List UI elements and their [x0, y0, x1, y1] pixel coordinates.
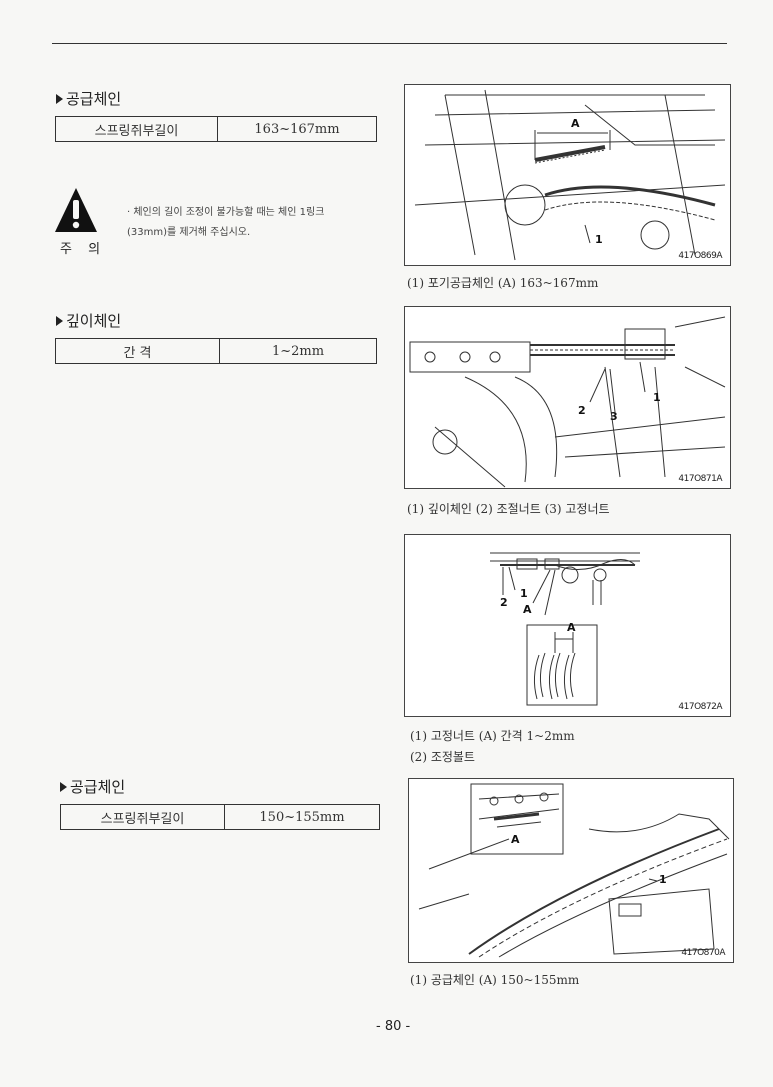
machine-illustration — [418, 783, 730, 958]
figure-caption: (1) 고정너트 (A) 간격 1~2mm — [410, 729, 575, 743]
figure-code: 417O871A — [678, 474, 722, 484]
spec-table-supply-chain-2: 스프링쥐부길이 150~155mm — [60, 804, 380, 830]
spec-label: 스프링쥐부길이 — [55, 116, 218, 142]
machine-illustration — [490, 552, 640, 706]
spec-value: 150~155mm — [224, 804, 380, 830]
page-number: - 80 - — [376, 1019, 411, 1034]
section-heading-supply-chain-2: 공급체인 — [60, 776, 125, 797]
spec-label: 간 격 — [55, 338, 220, 364]
triangle-bullet-icon — [60, 782, 67, 792]
figure-depth-chain: 1 2 3 417O871A — [404, 306, 731, 489]
triangle-bullet-icon — [56, 94, 63, 104]
callout-a: A — [511, 833, 520, 846]
spec-table-depth-chain: 간 격 1~2mm — [55, 338, 377, 364]
callout-1: 1 — [659, 873, 667, 886]
caution-text: · 체인의 길이 조정이 불가능할 때는 체인 1링크 (33mm)를 제거해 … — [127, 207, 325, 238]
spec-label: 스프링쥐부길이 — [60, 804, 225, 830]
callout-3: 3 — [610, 410, 618, 423]
figure-gap-detail: 1 2 A A 417O872A — [404, 534, 731, 717]
callout-1: 1 — [520, 587, 528, 600]
spec-table-supply-chain: 스프링쥐부길이 163~167mm — [55, 116, 377, 142]
figure-caption: (1) 깊이체인 (2) 조절너트 (3) 고정너트 — [407, 502, 610, 516]
figure-caption: (1) 공급체인 (A) 150~155mm — [410, 973, 580, 987]
machine-illustration — [409, 316, 726, 488]
spec-value: 163~167mm — [217, 116, 377, 142]
header-rule — [52, 43, 727, 44]
caution-label: 주 의 — [60, 242, 107, 257]
spec-value: 1~2mm — [219, 338, 377, 364]
triangle-bullet-icon — [56, 316, 63, 326]
figure-code: 417O870A — [681, 948, 725, 958]
section-heading-supply-chain: 공급체인 — [56, 88, 121, 109]
callout-a: A — [571, 117, 580, 130]
figure-supply-chain-2: A 1 417O870A — [408, 778, 734, 963]
callout-2: 2 — [578, 404, 586, 417]
callout-1: 1 — [653, 391, 661, 404]
figure-code: 417O869A — [678, 251, 722, 261]
callout-a-detail: A — [567, 621, 576, 634]
warning-triangle-icon — [55, 188, 97, 232]
figure-supply-chain: A 1 417O869A — [404, 84, 731, 266]
figure-caption-2: (2) 조정볼트 — [410, 750, 475, 764]
figure-caption: (1) 포기공급체인 (A) 163~167mm — [407, 276, 599, 290]
machine-illustration — [414, 89, 726, 261]
callout-1: 1 — [595, 233, 603, 246]
callout-a-upper: A — [523, 603, 532, 616]
figure-code: 417O872A — [678, 702, 722, 712]
section-heading-depth-chain: 깊이체인 — [56, 310, 121, 331]
callout-2: 2 — [500, 596, 508, 609]
